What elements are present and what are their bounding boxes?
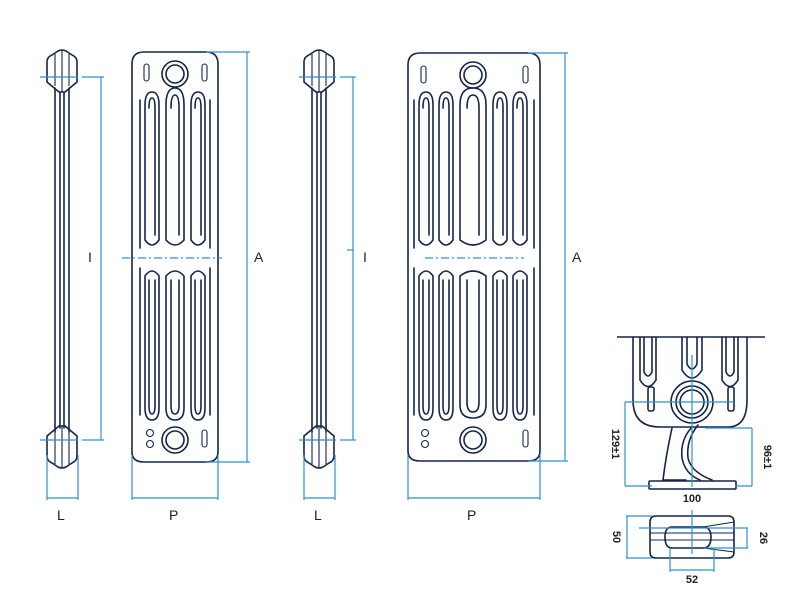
dimension-a-label: A <box>254 249 264 265</box>
front-body-outline <box>407 52 541 462</box>
dimension-96-label: 96±1 <box>761 445 773 469</box>
dimension-i: I <box>40 76 104 441</box>
side-view-small: I L <box>40 49 104 523</box>
foot-detail-elevation: 129±1 96±1 100 <box>609 336 773 505</box>
column-loops-small <box>139 87 211 421</box>
dimension-p-small: P <box>131 455 219 523</box>
dimension-p-label: P <box>169 507 178 523</box>
radiator-section-outline <box>632 336 748 428</box>
dimension-52-label: 52 <box>686 574 698 586</box>
side-view-large: I L <box>299 49 367 523</box>
front-view-large: A P <box>407 52 582 523</box>
dimension-100-label: 100 <box>683 493 701 505</box>
dimension-i-label: I <box>88 249 92 265</box>
dimension-l: L <box>46 455 79 523</box>
dimension-i-label: I <box>363 249 367 265</box>
dimension-96: 96±1 <box>705 427 773 487</box>
dimension-129-label: 129±1 <box>609 429 621 460</box>
side-profile-outline <box>303 49 335 469</box>
dimension-l-label: L <box>314 507 322 523</box>
dimension-p-large: P <box>407 455 541 523</box>
dimension-50-label: 50 <box>610 531 622 543</box>
dimension-129: 129±1 <box>609 402 652 487</box>
dimension-a-large: A <box>528 52 582 462</box>
foot-detail-plan: 50 26 52 <box>610 510 769 586</box>
dimension-52: 52 <box>669 548 715 586</box>
front-body-outline <box>131 51 219 463</box>
dimension-26-label: 26 <box>757 532 769 544</box>
foot-plan-outline <box>649 515 735 559</box>
column-loops-large <box>413 87 535 421</box>
dimension-a-label: A <box>572 249 582 265</box>
dimension-26: 26 <box>704 528 769 549</box>
front-view-small: A P <box>122 51 264 523</box>
dimension-l-label: L <box>57 507 65 523</box>
dimension-p-label: P <box>467 507 476 523</box>
dimension-a-small: A <box>206 51 264 463</box>
dimension-l: L <box>303 455 336 523</box>
dimension-i: I <box>299 76 367 441</box>
dimension-50: 50 <box>610 515 652 559</box>
side-profile-outline <box>46 49 78 469</box>
